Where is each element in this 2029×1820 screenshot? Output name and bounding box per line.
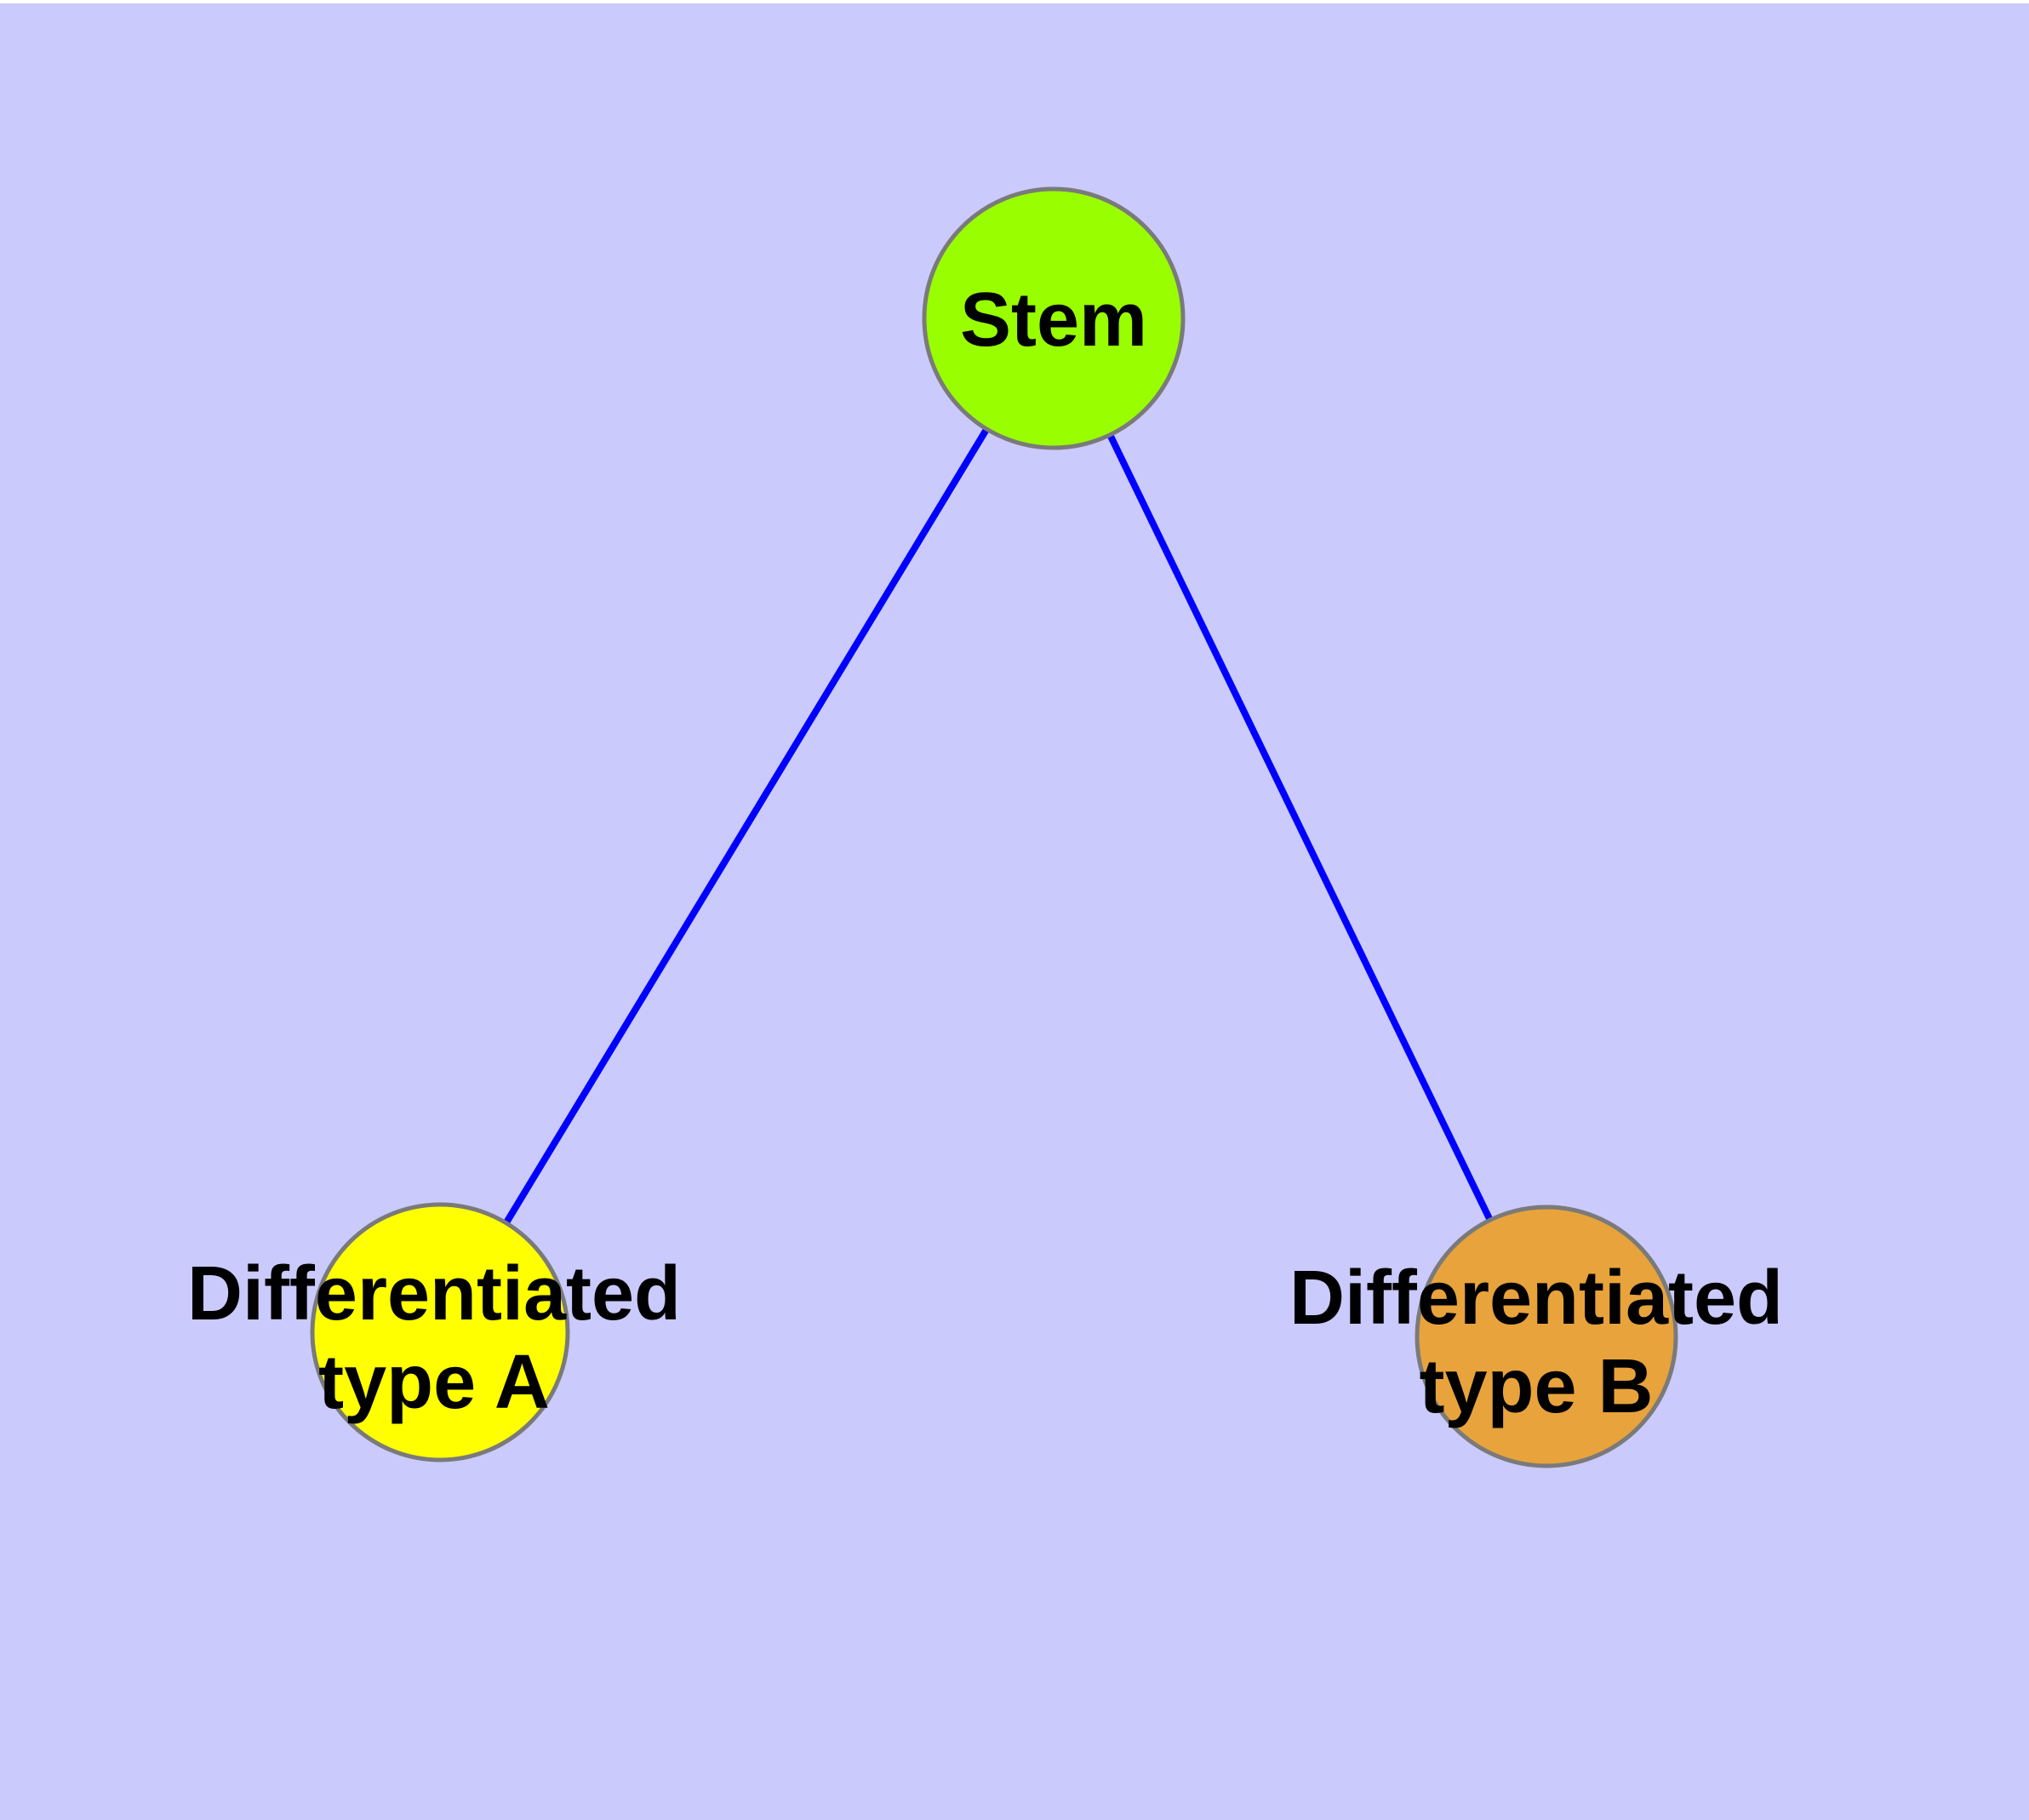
type-b-node[interactable] (1415, 1205, 1678, 1468)
edge-stem-to-type-b[interactable] (1050, 317, 1550, 1338)
stem-node[interactable] (922, 186, 1186, 450)
edge-stem-to-type-a[interactable] (437, 316, 1057, 1335)
window-top-edge (0, 0, 2029, 3)
type-a-node[interactable] (310, 1202, 570, 1462)
cell-differentiation-diagram: Stem Differentiated type A Differentiate… (0, 3, 2029, 1820)
